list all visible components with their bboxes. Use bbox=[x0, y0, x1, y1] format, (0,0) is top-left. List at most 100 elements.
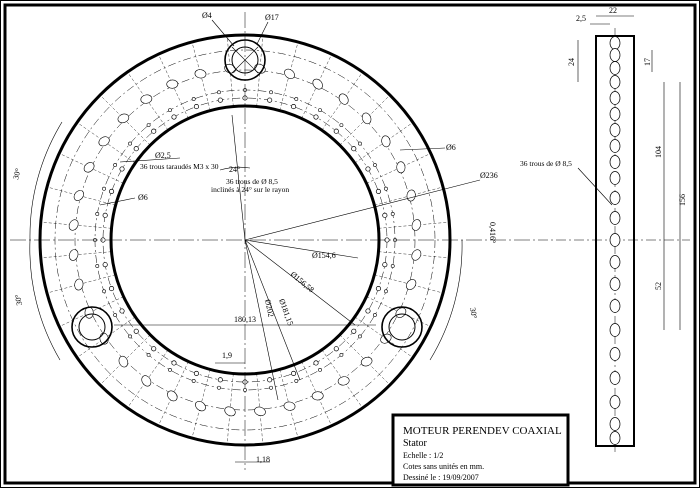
leader-d202 bbox=[244, 239, 279, 401]
leader-d154 bbox=[244, 239, 359, 259]
pin-hole bbox=[146, 353, 151, 357]
side-hole bbox=[609, 417, 621, 431]
magnet-hole bbox=[224, 406, 236, 417]
inner-frame bbox=[3, 3, 697, 485]
magnet-hole bbox=[118, 355, 129, 368]
title-block-title: MOTEUR PERENDEV COAXIAL bbox=[403, 425, 562, 437]
arc-30-left-top bbox=[29, 121, 63, 241]
title-block-frame bbox=[391, 413, 570, 487]
pin-hole bbox=[102, 289, 106, 294]
magnet-hole bbox=[68, 249, 79, 261]
side-view: 22 2,5 24 17 104 156 52 36 trous de Ø 8,… bbox=[520, 6, 690, 452]
side-hole bbox=[609, 233, 621, 247]
leader-d236 bbox=[244, 179, 481, 241]
front-view-geometry bbox=[40, 35, 450, 445]
magnet-hole bbox=[141, 375, 152, 387]
tapped-hole bbox=[151, 346, 157, 352]
pin-hole bbox=[318, 108, 322, 112]
magnet-hole bbox=[406, 279, 417, 290]
side-hole bbox=[609, 277, 621, 291]
pin-hole bbox=[294, 379, 299, 383]
magnet-hole bbox=[411, 249, 422, 261]
pin-hole bbox=[318, 368, 322, 372]
title-block-subtitle: Stator bbox=[403, 438, 428, 449]
tapped-hole bbox=[267, 97, 273, 103]
label-30-left: 30° bbox=[13, 294, 24, 307]
pin-hole bbox=[168, 108, 172, 112]
pin-hole bbox=[191, 379, 196, 383]
note-holes-2: inclinés à 24° sur le rayon bbox=[211, 185, 289, 194]
label-d2-5: Ø2,5 bbox=[155, 151, 171, 160]
label-d6-left: Ø6 bbox=[138, 193, 148, 202]
magnet-hole bbox=[283, 401, 296, 411]
magnet-hole bbox=[195, 401, 206, 412]
side-hole bbox=[609, 107, 621, 121]
magnet-hole bbox=[311, 391, 324, 401]
tapped-hole bbox=[133, 328, 139, 334]
side-hole bbox=[609, 48, 621, 62]
tapped-hole bbox=[171, 360, 177, 366]
pin-hole bbox=[390, 212, 395, 216]
note-tapped: 36 trous taraudés M3 x 30 bbox=[140, 162, 219, 171]
label-d4: Ø4 bbox=[202, 11, 212, 20]
leader-d6-right bbox=[399, 147, 446, 151]
magnet-hole bbox=[74, 278, 84, 291]
tapped-hole bbox=[291, 104, 297, 110]
arc-30-right bbox=[429, 239, 463, 361]
label-30-top-left: 30° bbox=[11, 167, 23, 180]
magnet-hole bbox=[406, 189, 416, 202]
pin-hole bbox=[168, 368, 172, 372]
magnet-hole bbox=[140, 94, 153, 104]
label-0-416: 0,416° bbox=[488, 222, 497, 243]
note-holes-1: 36 trous de Ø 8,5 bbox=[226, 177, 278, 186]
tapped-hole bbox=[267, 377, 273, 383]
pin-hole bbox=[113, 313, 117, 317]
label-d236: Ø236 bbox=[480, 171, 498, 180]
magnet-hole bbox=[361, 112, 372, 125]
side-hole bbox=[609, 123, 621, 137]
tapped-hole bbox=[133, 146, 139, 152]
magnet-hole bbox=[254, 406, 266, 417]
magnet-hole bbox=[284, 68, 295, 79]
label-d17: Ø17 bbox=[265, 13, 279, 22]
side-hole bbox=[609, 91, 621, 105]
magnet-hole bbox=[166, 79, 179, 89]
tapped-hole bbox=[382, 262, 388, 268]
tapped-hole bbox=[313, 360, 319, 366]
magnet-hole bbox=[360, 356, 373, 367]
side-hole bbox=[609, 371, 621, 385]
label-17: 17 bbox=[643, 58, 652, 66]
label-156: 156 bbox=[678, 194, 687, 206]
note-side-holes: 36 trous de Ø 8,5 bbox=[520, 159, 572, 168]
magnet-hole bbox=[73, 190, 84, 201]
side-hole bbox=[609, 171, 621, 185]
tapped-hole bbox=[193, 104, 199, 110]
title-block-date: Dessiné le : 19/09/2007 bbox=[403, 473, 479, 482]
pin-hole bbox=[384, 289, 388, 294]
label-30-right: 30° bbox=[468, 307, 479, 320]
pin-hole bbox=[294, 97, 299, 101]
side-holes bbox=[609, 36, 621, 445]
label-2-5: 2,5 bbox=[576, 14, 586, 23]
magnet-hole bbox=[312, 78, 323, 90]
pin-hole bbox=[95, 264, 100, 268]
tapped-hole bbox=[171, 114, 177, 120]
pin-hole bbox=[269, 385, 273, 390]
tapped-hole bbox=[119, 308, 125, 314]
tapped-hole bbox=[102, 262, 108, 268]
side-hole bbox=[609, 323, 621, 337]
tapped-hole bbox=[382, 212, 388, 218]
pin-hole bbox=[339, 123, 344, 127]
magnet-hole bbox=[395, 307, 407, 318]
arc-24 bbox=[219, 166, 251, 171]
tapped-hole bbox=[291, 370, 297, 376]
tapped-hole bbox=[375, 286, 381, 292]
pin-hole bbox=[373, 313, 377, 317]
magnet-hole bbox=[337, 376, 350, 386]
title-block-scale: Echelle : 1/2 bbox=[403, 451, 443, 460]
side-hole bbox=[609, 155, 621, 169]
tapped-hole bbox=[313, 114, 319, 120]
label-24: 24° bbox=[229, 165, 240, 174]
label-24: 24 bbox=[567, 58, 576, 66]
